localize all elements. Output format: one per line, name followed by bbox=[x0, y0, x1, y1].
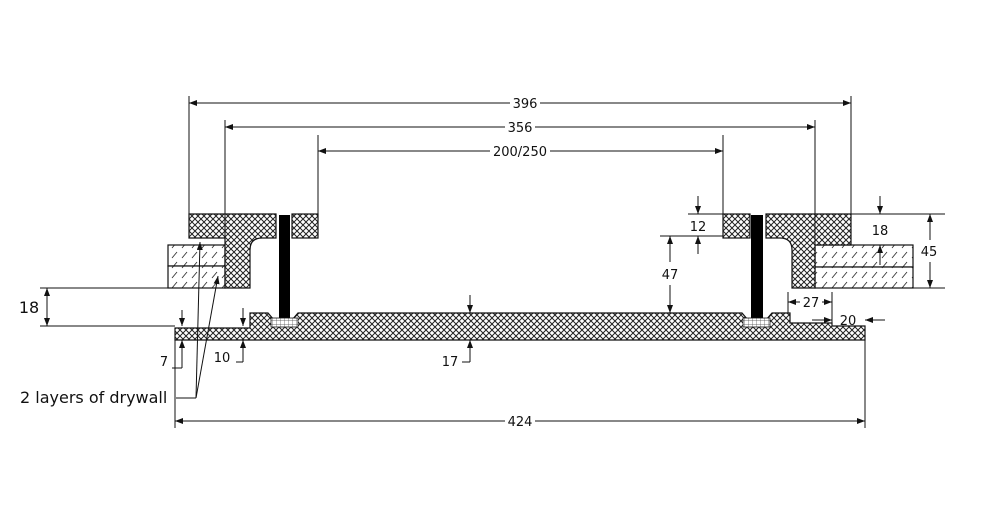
drywall-label: 2 layers of drywall bbox=[20, 388, 167, 407]
dim-frame-depth: 45 bbox=[921, 245, 938, 260]
dim-panel-thickness: 17 bbox=[442, 355, 459, 370]
dim-panel-width: 424 bbox=[508, 415, 533, 430]
bolt-left bbox=[270, 215, 299, 328]
dim-overall-frame: 396 bbox=[513, 97, 538, 112]
dim-lip-thickness: 7 bbox=[160, 355, 168, 370]
frame-left-flange-inner bbox=[291, 213, 319, 239]
dim-opening: 200/250 bbox=[493, 145, 547, 160]
drywall-left bbox=[167, 244, 226, 289]
frame-right-flange-inner bbox=[722, 213, 751, 239]
dim-bolt-clearance: 47 bbox=[662, 268, 679, 283]
bolt-right bbox=[742, 215, 771, 328]
dim-edge-thickness: 10 bbox=[214, 351, 231, 366]
dim-flange-thickness: 12 bbox=[690, 220, 707, 235]
dim-inner-frame: 356 bbox=[508, 121, 533, 136]
dimension-lines bbox=[44, 100, 933, 424]
dim-drywall-offset-top: 18 bbox=[872, 224, 889, 239]
dim-left-gap: 18 bbox=[19, 298, 39, 317]
dim-lip-width: 20 bbox=[840, 314, 857, 329]
extension-lines bbox=[40, 96, 945, 428]
drywall-right bbox=[814, 244, 914, 289]
dim-step-width: 27 bbox=[803, 296, 820, 311]
